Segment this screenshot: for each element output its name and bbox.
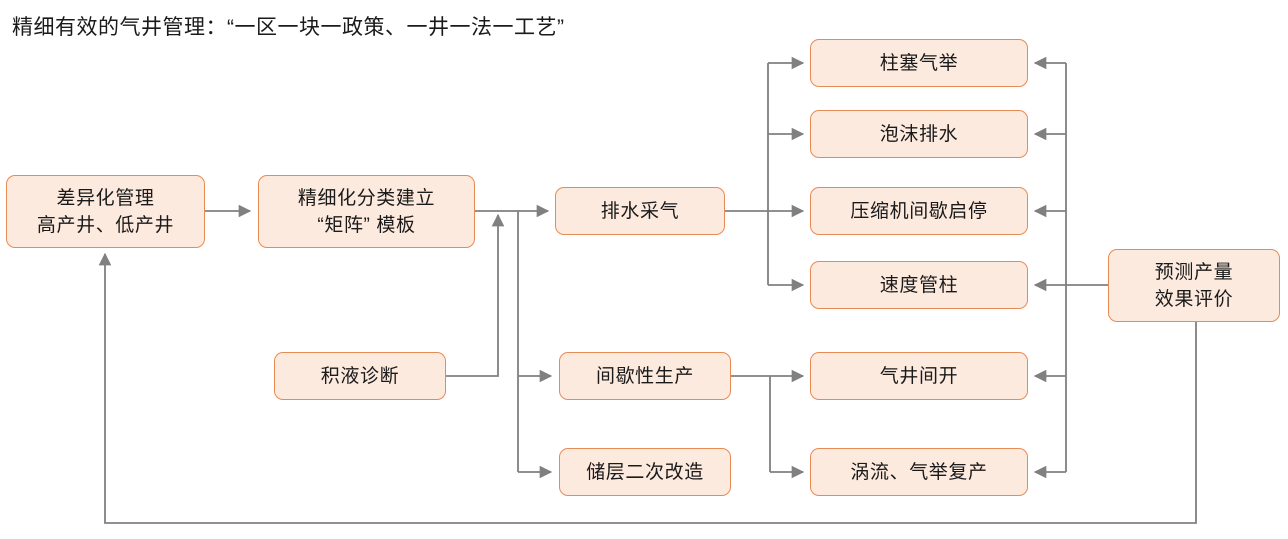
connector-forecast-trunk [1065, 63, 1108, 472]
node-plunger-gas-lift[interactable]: 柱塞气举 [810, 39, 1028, 87]
node-compressor-cycling[interactable]: 压缩机间歇启停 [810, 187, 1028, 235]
node-foam-dewatering[interactable]: 泡沫排水 [810, 110, 1028, 158]
node-well-intermittent-open[interactable]: 气井间开 [810, 352, 1028, 400]
node-production-forecast[interactable]: 预测产量 效果评价 [1108, 249, 1280, 322]
node-dewatering-gas-recovery[interactable]: 排水采气 [555, 187, 725, 235]
node-differentiated-management[interactable]: 差异化管理 高产井、低产井 [6, 175, 205, 248]
node-reservoir-restimulation[interactable]: 储层二次改造 [559, 448, 731, 496]
connector-intermittent-trunk [731, 375, 771, 472]
connector-matrix-trunk [475, 210, 519, 472]
node-matrix-template[interactable]: 精细化分类建立 “矩阵” 模板 [258, 175, 475, 248]
page-title: 精细有效的气井管理：“一区一块一政策、一井一法一工艺” [12, 16, 565, 39]
node-vortex-gaslift-restart[interactable]: 涡流、气举复产 [810, 448, 1028, 496]
node-liquid-loading-diagnosis[interactable]: 积液诊断 [274, 352, 446, 400]
connector-dewatering-trunk [725, 63, 769, 285]
node-velocity-string[interactable]: 速度管柱 [810, 261, 1028, 309]
node-intermittent-production[interactable]: 间歇性生产 [559, 352, 731, 400]
